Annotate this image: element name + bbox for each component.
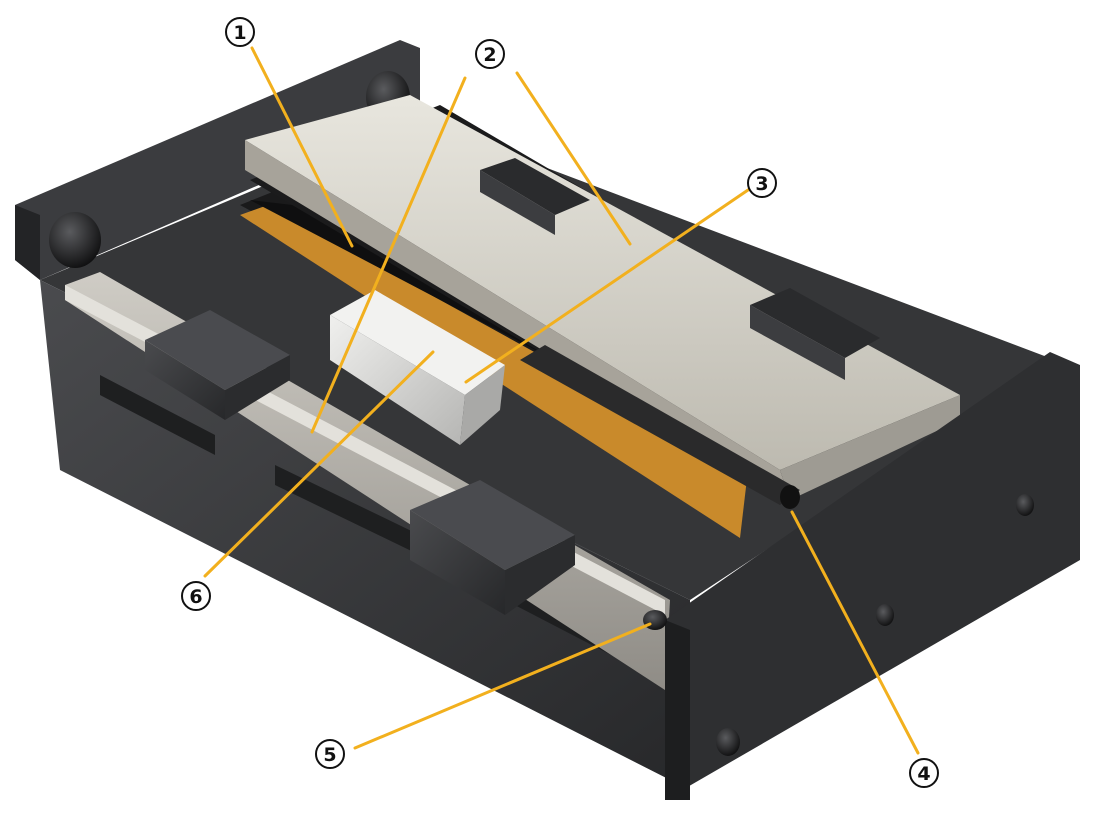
- svg-text:2: 2: [483, 44, 496, 66]
- read-head-block: [330, 290, 505, 445]
- leader-line-1: [250, 46, 354, 248]
- callout-3: 3: [747, 168, 777, 198]
- front-bearing-block: [410, 480, 575, 615]
- leader-line-5: [353, 622, 652, 750]
- mounting-hole: [716, 728, 740, 756]
- svg-text:4: 4: [917, 763, 930, 785]
- svg-text:1: 1: [233, 22, 246, 44]
- callout-5: 5: [315, 739, 345, 769]
- leader-lines: [203, 46, 920, 755]
- svg-text:5: 5: [323, 744, 336, 766]
- callout-6: 6: [181, 581, 211, 611]
- leader-line-2a: [310, 76, 467, 434]
- leader-line-2b: [515, 71, 632, 246]
- mounting-hole: [876, 604, 894, 626]
- rear-end-plate: [15, 40, 420, 280]
- mounting-hole: [49, 212, 101, 268]
- rear-bearing-block: [480, 158, 590, 235]
- leader-line-4: [790, 510, 920, 755]
- front-bearing-block: [145, 310, 290, 420]
- mounting-hole: [1016, 494, 1034, 516]
- svg-text:6: 6: [189, 586, 202, 608]
- rear-bearing-block: [750, 288, 880, 380]
- leader-line-6: [203, 350, 435, 578]
- callout-1: 1: [225, 17, 255, 47]
- callout-4: 4: [909, 758, 939, 788]
- svg-text:3: 3: [755, 173, 768, 195]
- callout-2: 2: [475, 39, 505, 69]
- front-end-plate: [643, 352, 1080, 800]
- bumper-rod: [520, 345, 800, 509]
- leader-line-3: [464, 188, 750, 384]
